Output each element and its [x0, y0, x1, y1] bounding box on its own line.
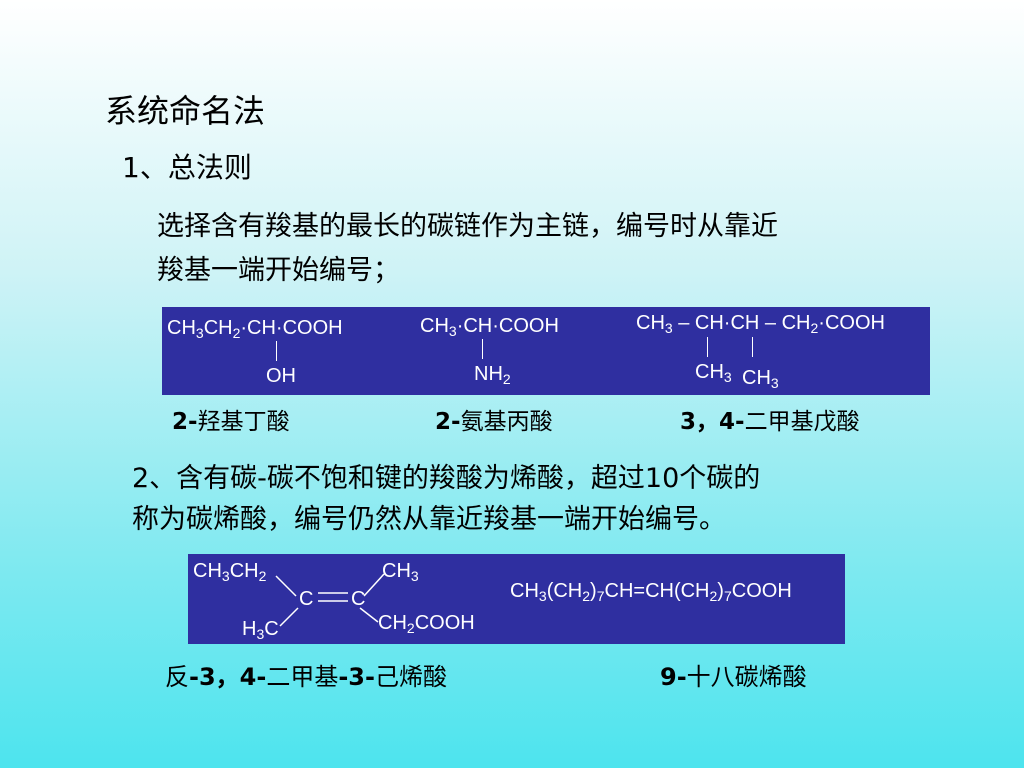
group-methyl-bottom: H3C: [242, 618, 279, 642]
group-carboxymethyl: CH2COOH: [378, 612, 475, 636]
name-3-4-dimethylpentanoic-acid: 3，4-二甲基戊酸: [680, 409, 860, 435]
bond-line: [752, 337, 753, 357]
bond-lines: [275, 573, 385, 627]
group-ethyl: CH3CH2: [193, 560, 267, 584]
substituent-methyl-2: CH3: [742, 367, 779, 391]
slide-title: 系统命名法: [105, 92, 266, 130]
carbon-3: C: [299, 588, 314, 610]
section-2-text-line-2: 称为碳烯酸，编号仍然从靠近羧基一端开始编号。: [132, 504, 726, 535]
section-1-heading: 1、总法则: [122, 151, 252, 184]
structure-panel-1: CH3CH2·CH·COOH OH CH3·CH·COOH NH2 CH3 – …: [162, 307, 930, 395]
structure-9-octadecenoic-acid: CH3(CH2)7CH=CH(CH2)7COOH: [510, 580, 792, 604]
group-methyl-top: CH3: [382, 560, 419, 584]
rule-text-line-1: 选择含有羧基的最长的碳链作为主链，编号时从靠近: [157, 211, 778, 242]
substituent-methyl-1: CH3: [695, 361, 732, 385]
bond-line: [707, 337, 708, 357]
name-2-hydroxybutanoic-acid: 2-羟基丁酸: [172, 409, 290, 435]
name-trans-3-4-dimethyl-3-hexenoic-acid: 反-3，4-二甲基-3-己烯酸: [165, 663, 447, 691]
structure-panel-2: CH3CH2 CH3 C C H3C CH2COOH CH3(CH2)7CH=C…: [188, 554, 845, 644]
bond-line: [276, 341, 277, 361]
name-2-aminopropanoic-acid: 2-氨基丙酸: [435, 409, 553, 435]
rule-text-line-2: 羧基一端开始编号；: [157, 255, 400, 286]
carbon-4: C: [351, 588, 366, 610]
substituent-nh2: NH2: [474, 363, 511, 387]
bond-line: [482, 339, 483, 359]
substituent-oh: OH: [266, 365, 296, 387]
structure-3-4-dimethylpentanoic-acid: CH3 – CH·CH – CH2·COOH: [636, 312, 885, 336]
structure-2-aminopropanoic-acid: CH3·CH·COOH: [420, 315, 559, 339]
name-9-octadecenoic-acid: 9-十八碳烯酸: [660, 663, 807, 691]
structure-2-hydroxybutanoic-acid: CH3CH2·CH·COOH: [167, 317, 343, 341]
section-2-text-line-1: 2、含有碳-碳不饱和键的羧酸为烯酸，超过10个碳的: [132, 463, 761, 494]
